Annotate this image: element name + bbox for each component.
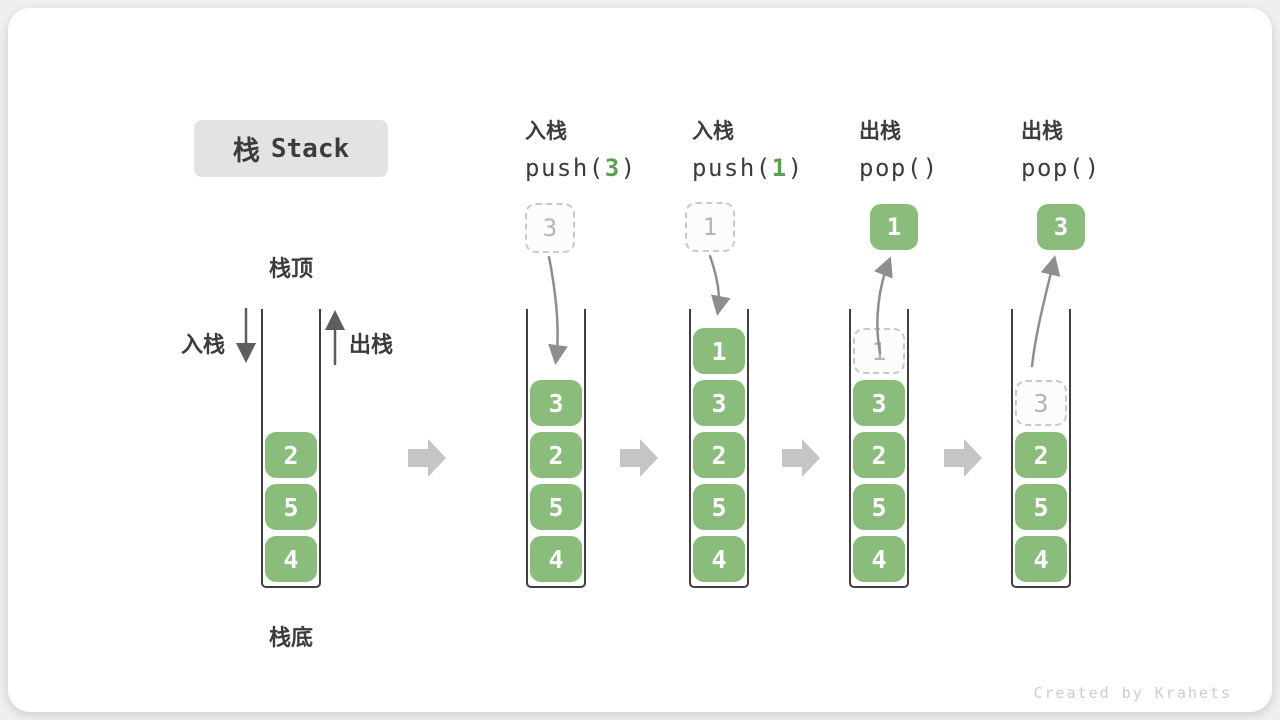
- push-motion-arrow-icon: [708, 254, 731, 316]
- op-header-pop-2: 出栈 pop(): [1021, 115, 1101, 182]
- stack-cell: 2: [530, 432, 582, 478]
- stack-cell: 5: [265, 484, 317, 530]
- step-arrow-icon: [782, 439, 820, 477]
- diagram-card: 栈 Stack 栈顶 栈底 入栈 出栈 入栈 push(3) 入栈 push(1…: [8, 8, 1272, 712]
- title-zh: 栈: [232, 136, 260, 167]
- op-action-label: 出栈: [1021, 119, 1063, 143]
- stack-cell: 5: [530, 484, 582, 530]
- credit-text: Created by Krahets: [1033, 684, 1232, 702]
- code-post: ): [620, 154, 637, 182]
- op-header-push-1: 入栈 push(1): [692, 115, 804, 182]
- op-code: pop(): [1021, 154, 1101, 182]
- stack-top-label: 栈顶: [268, 257, 313, 282]
- code-pre: push(: [692, 154, 772, 182]
- pushed-value-ghost-box: 1: [685, 202, 735, 252]
- op-header-pop-1: 出栈 pop(): [859, 115, 939, 182]
- stack-cell: 4: [853, 536, 905, 582]
- stack-cell: 5: [1015, 484, 1067, 530]
- pushed-value-ghost-box: 3: [525, 203, 575, 253]
- op-header-push-3: 入栈 push(3): [525, 115, 637, 182]
- op-action-label: 入栈: [692, 119, 734, 143]
- stack-cell: 4: [265, 536, 317, 582]
- stack-cell: 5: [693, 484, 745, 530]
- stack-cell: 3: [853, 380, 905, 426]
- stack-cell: 4: [1015, 536, 1067, 582]
- stack-cell: 2: [1015, 432, 1067, 478]
- stack-bottom-label: 栈底: [268, 626, 313, 651]
- stack-cell: 4: [530, 536, 582, 582]
- step-arrow-icon: [408, 439, 446, 477]
- code-post: ): [1084, 154, 1101, 182]
- pop-side-label: 出栈: [349, 333, 394, 358]
- removed-cell-ghost: 3: [1015, 380, 1067, 426]
- code-pre: pop(: [1021, 154, 1085, 182]
- code-post: ): [787, 154, 804, 182]
- stack-cell: 2: [853, 432, 905, 478]
- step-arrow-icon: [944, 439, 982, 477]
- removed-cell-ghost: 1: [853, 328, 905, 374]
- stack-cell: 4: [693, 536, 745, 582]
- op-code: push(1): [692, 154, 804, 182]
- op-code: push(3): [525, 154, 637, 182]
- stack-cell: 3: [693, 380, 745, 426]
- op-action-label: 出栈: [859, 119, 901, 143]
- code-pre: push(: [525, 154, 605, 182]
- title-chip: 栈 Stack: [194, 120, 388, 177]
- popped-value-box: 3: [1037, 204, 1085, 250]
- step-arrow-icon: [620, 439, 658, 477]
- stack-cell: 2: [693, 432, 745, 478]
- title-en: Stack: [270, 133, 350, 164]
- stack-cell: 3: [530, 380, 582, 426]
- push-side-label: 入栈: [181, 333, 226, 358]
- stack-cell: 1: [693, 328, 745, 374]
- stack-cell: 2: [265, 432, 317, 478]
- popped-value-box: 1: [870, 204, 918, 250]
- code-arg: 3: [604, 154, 621, 182]
- op-code: pop(): [859, 154, 939, 182]
- op-action-label: 入栈: [525, 119, 567, 143]
- code-arg: 1: [771, 154, 788, 182]
- code-pre: pop(: [859, 154, 923, 182]
- stack-cell: 5: [853, 484, 905, 530]
- code-post: ): [922, 154, 939, 182]
